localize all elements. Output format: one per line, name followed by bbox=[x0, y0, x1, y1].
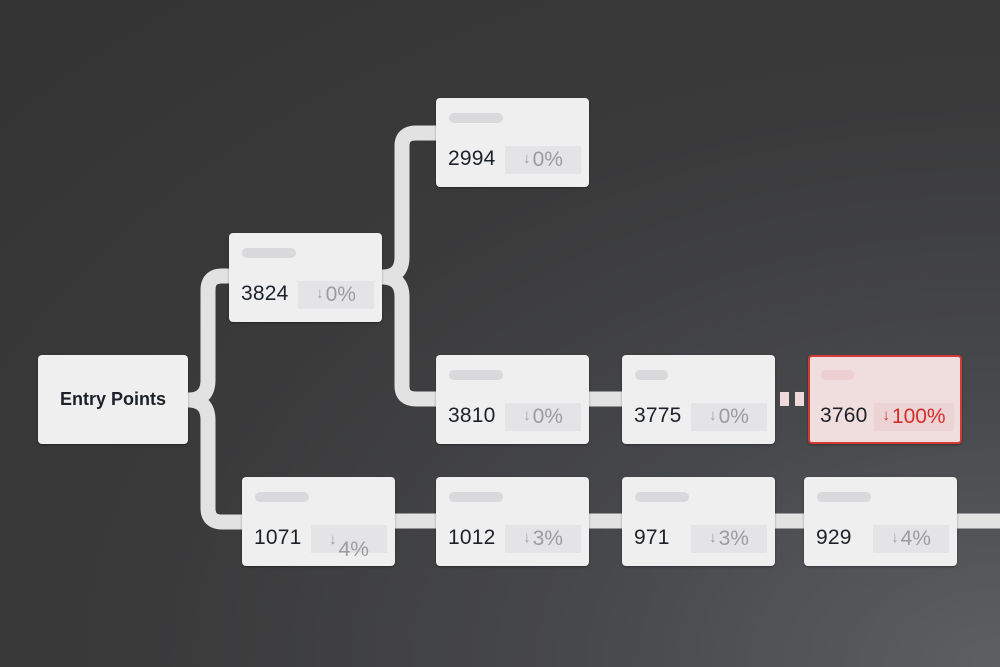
connector-entry-to-1071 bbox=[187, 392, 245, 530]
step-count: 1071 bbox=[254, 526, 302, 549]
label-placeholder-bar bbox=[449, 370, 503, 380]
dropoff-badge: ↓ 4% bbox=[311, 525, 387, 561]
dropoff-percent: 3% bbox=[718, 527, 749, 550]
label-placeholder-bar bbox=[635, 492, 689, 502]
step-node-1071[interactable]: 1071 ↓ 4% bbox=[242, 477, 395, 566]
dropoff-percent: 4% bbox=[338, 538, 369, 561]
arrow-down-icon: ↓ bbox=[316, 284, 324, 302]
dropoff-percent: 4% bbox=[900, 527, 931, 550]
dropoff-badge: ↓ 100% bbox=[874, 403, 954, 431]
step-count: 971 bbox=[634, 526, 670, 549]
step-count: 3810 bbox=[448, 404, 496, 427]
dropoff-percent: 0% bbox=[532, 405, 563, 428]
step-node-929[interactable]: 929 ↓ 4% bbox=[804, 477, 957, 566]
step-count: 3760 bbox=[820, 404, 868, 427]
dropoff-percent: 3% bbox=[532, 527, 563, 550]
step-node-3775[interactable]: 3775 ↓ 0% bbox=[622, 355, 775, 444]
dropoff-percent: 0% bbox=[532, 148, 563, 171]
arrow-down-icon: ↓ bbox=[709, 528, 717, 546]
label-placeholder-bar bbox=[449, 492, 503, 502]
dropoff-badge: ↓ 0% bbox=[691, 403, 767, 431]
step-node-1012[interactable]: 1012 ↓ 3% bbox=[436, 477, 589, 566]
arrow-down-icon: ↓ bbox=[882, 406, 890, 424]
connector-entry-to-3824 bbox=[187, 268, 235, 408]
connector-3824-to-3810 bbox=[381, 269, 440, 407]
label-placeholder-bar bbox=[817, 492, 871, 502]
connector-3775-to-3760-dashed bbox=[780, 392, 804, 406]
label-placeholder-bar bbox=[449, 113, 503, 123]
dropoff-percent: 0% bbox=[718, 405, 749, 428]
dropoff-percent: 100% bbox=[891, 405, 946, 428]
step-node-3760-dropoff[interactable]: 3760 ↓ 100% bbox=[808, 355, 962, 444]
arrow-down-icon: ↓ bbox=[523, 149, 531, 167]
dropoff-badge: ↓ 0% bbox=[298, 281, 374, 309]
dropoff-badge: ↓ 3% bbox=[505, 525, 581, 553]
dropoff-badge: ↓ 0% bbox=[505, 146, 581, 174]
connector-3824-to-2994 bbox=[381, 125, 440, 285]
label-placeholder-bar bbox=[255, 492, 309, 502]
dropoff-badge: ↓ 3% bbox=[691, 525, 767, 553]
arrow-down-icon: ↓ bbox=[523, 406, 531, 424]
step-count: 1012 bbox=[448, 526, 496, 549]
step-node-2994[interactable]: 2994 ↓ 0% bbox=[436, 98, 589, 187]
step-count: 3775 bbox=[634, 404, 682, 427]
arrow-down-icon: ↓ bbox=[523, 528, 531, 546]
label-placeholder-bar bbox=[242, 248, 296, 258]
label-placeholder-bar bbox=[635, 370, 668, 380]
step-node-3824[interactable]: 3824 ↓ 0% bbox=[229, 233, 382, 322]
step-count: 929 bbox=[816, 526, 852, 549]
step-count: 3824 bbox=[241, 282, 289, 305]
dropoff-percent: 0% bbox=[325, 283, 356, 306]
arrow-down-icon: ↓ bbox=[891, 528, 899, 546]
step-node-971[interactable]: 971 ↓ 3% bbox=[622, 477, 775, 566]
label-placeholder-bar bbox=[821, 370, 854, 380]
entry-points-node[interactable]: Entry Points bbox=[38, 355, 188, 444]
step-node-3810[interactable]: 3810 ↓ 0% bbox=[436, 355, 589, 444]
arrow-down-icon: ↓ bbox=[709, 406, 717, 424]
dropoff-badge: ↓ 4% bbox=[873, 525, 949, 553]
dropoff-badge: ↓ 0% bbox=[505, 403, 581, 431]
arrow-down-icon: ↓ bbox=[329, 531, 337, 548]
entry-points-label: Entry Points bbox=[59, 389, 166, 409]
step-count: 2994 bbox=[448, 147, 496, 170]
